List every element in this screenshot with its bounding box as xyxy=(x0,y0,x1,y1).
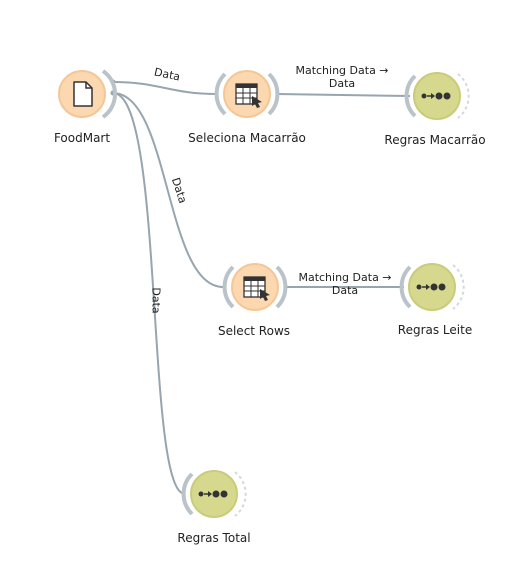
output-arc-dashed xyxy=(234,471,247,517)
link-label-select-rows-regras-leite: Matching Data → Data xyxy=(298,271,391,297)
node-label-regras-leite: Regras Leite xyxy=(397,323,473,337)
links xyxy=(112,81,411,495)
output-arc-dashed xyxy=(457,73,470,119)
node-select-rows[interactable] xyxy=(222,263,288,311)
node-label-regras-total: Regras Total xyxy=(177,531,251,545)
link-foodmart-seleciona[interactable] xyxy=(112,81,218,95)
file-icon xyxy=(73,81,93,107)
node-label-select-rows: Select Rows xyxy=(217,324,291,338)
input-arc xyxy=(214,72,227,116)
link-label-line2: Data xyxy=(328,77,356,90)
node-regras-total[interactable] xyxy=(181,470,247,518)
node-regras-macarrao[interactable] xyxy=(404,72,470,120)
link-label-line2: Data xyxy=(331,284,359,297)
output-arc-dashed xyxy=(452,264,465,310)
output-arc xyxy=(101,69,117,119)
select-rows-icon xyxy=(243,276,270,301)
input-arc xyxy=(181,472,194,516)
input-arc xyxy=(399,265,412,309)
node-seleciona-macarrao[interactable] xyxy=(214,70,280,118)
output-arc xyxy=(267,72,280,116)
association-rules-icon xyxy=(421,92,451,100)
link-foodmart-regras-total[interactable] xyxy=(112,92,186,495)
node-regras-leite[interactable] xyxy=(399,263,465,311)
link-label-line1: Matching Data → xyxy=(295,64,389,77)
link-label-seleciona-regras-macarrao: Matching Data → Data xyxy=(295,64,388,90)
link-foodmart-select-rows[interactable] xyxy=(112,92,224,288)
node-label-regras-macarrao: Regras Macarrão xyxy=(384,133,486,147)
node-label-seleciona-macarrao: Seleciona Macarrão xyxy=(188,131,306,145)
association-rules-icon xyxy=(416,283,446,291)
output-arc xyxy=(275,265,288,309)
input-arc xyxy=(404,74,417,118)
link-seleciona-regras-macarrao[interactable] xyxy=(276,93,411,97)
link-label-foodmart-regras-total: Data xyxy=(149,287,163,314)
node-foodmart[interactable] xyxy=(58,69,117,119)
select-rows-icon xyxy=(235,83,262,108)
link-label-line1: Matching Data → xyxy=(298,271,392,284)
node-label-foodmart: FoodMart xyxy=(53,131,111,145)
association-rules-icon xyxy=(198,490,228,498)
input-arc xyxy=(222,265,235,309)
